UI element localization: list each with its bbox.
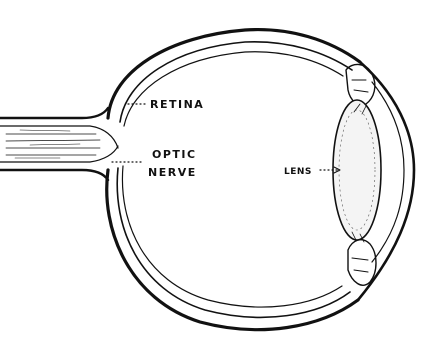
- optic-nerve-label-line1: OPTIC: [152, 148, 197, 161]
- lens-label: LENS: [284, 167, 312, 177]
- retina-layer: [122, 52, 343, 307]
- optic-nerve-label-line2: NERVE: [148, 166, 197, 179]
- retina-label: RETINA: [150, 98, 204, 111]
- sclera: [107, 30, 360, 330]
- optic-nerve: [0, 108, 118, 180]
